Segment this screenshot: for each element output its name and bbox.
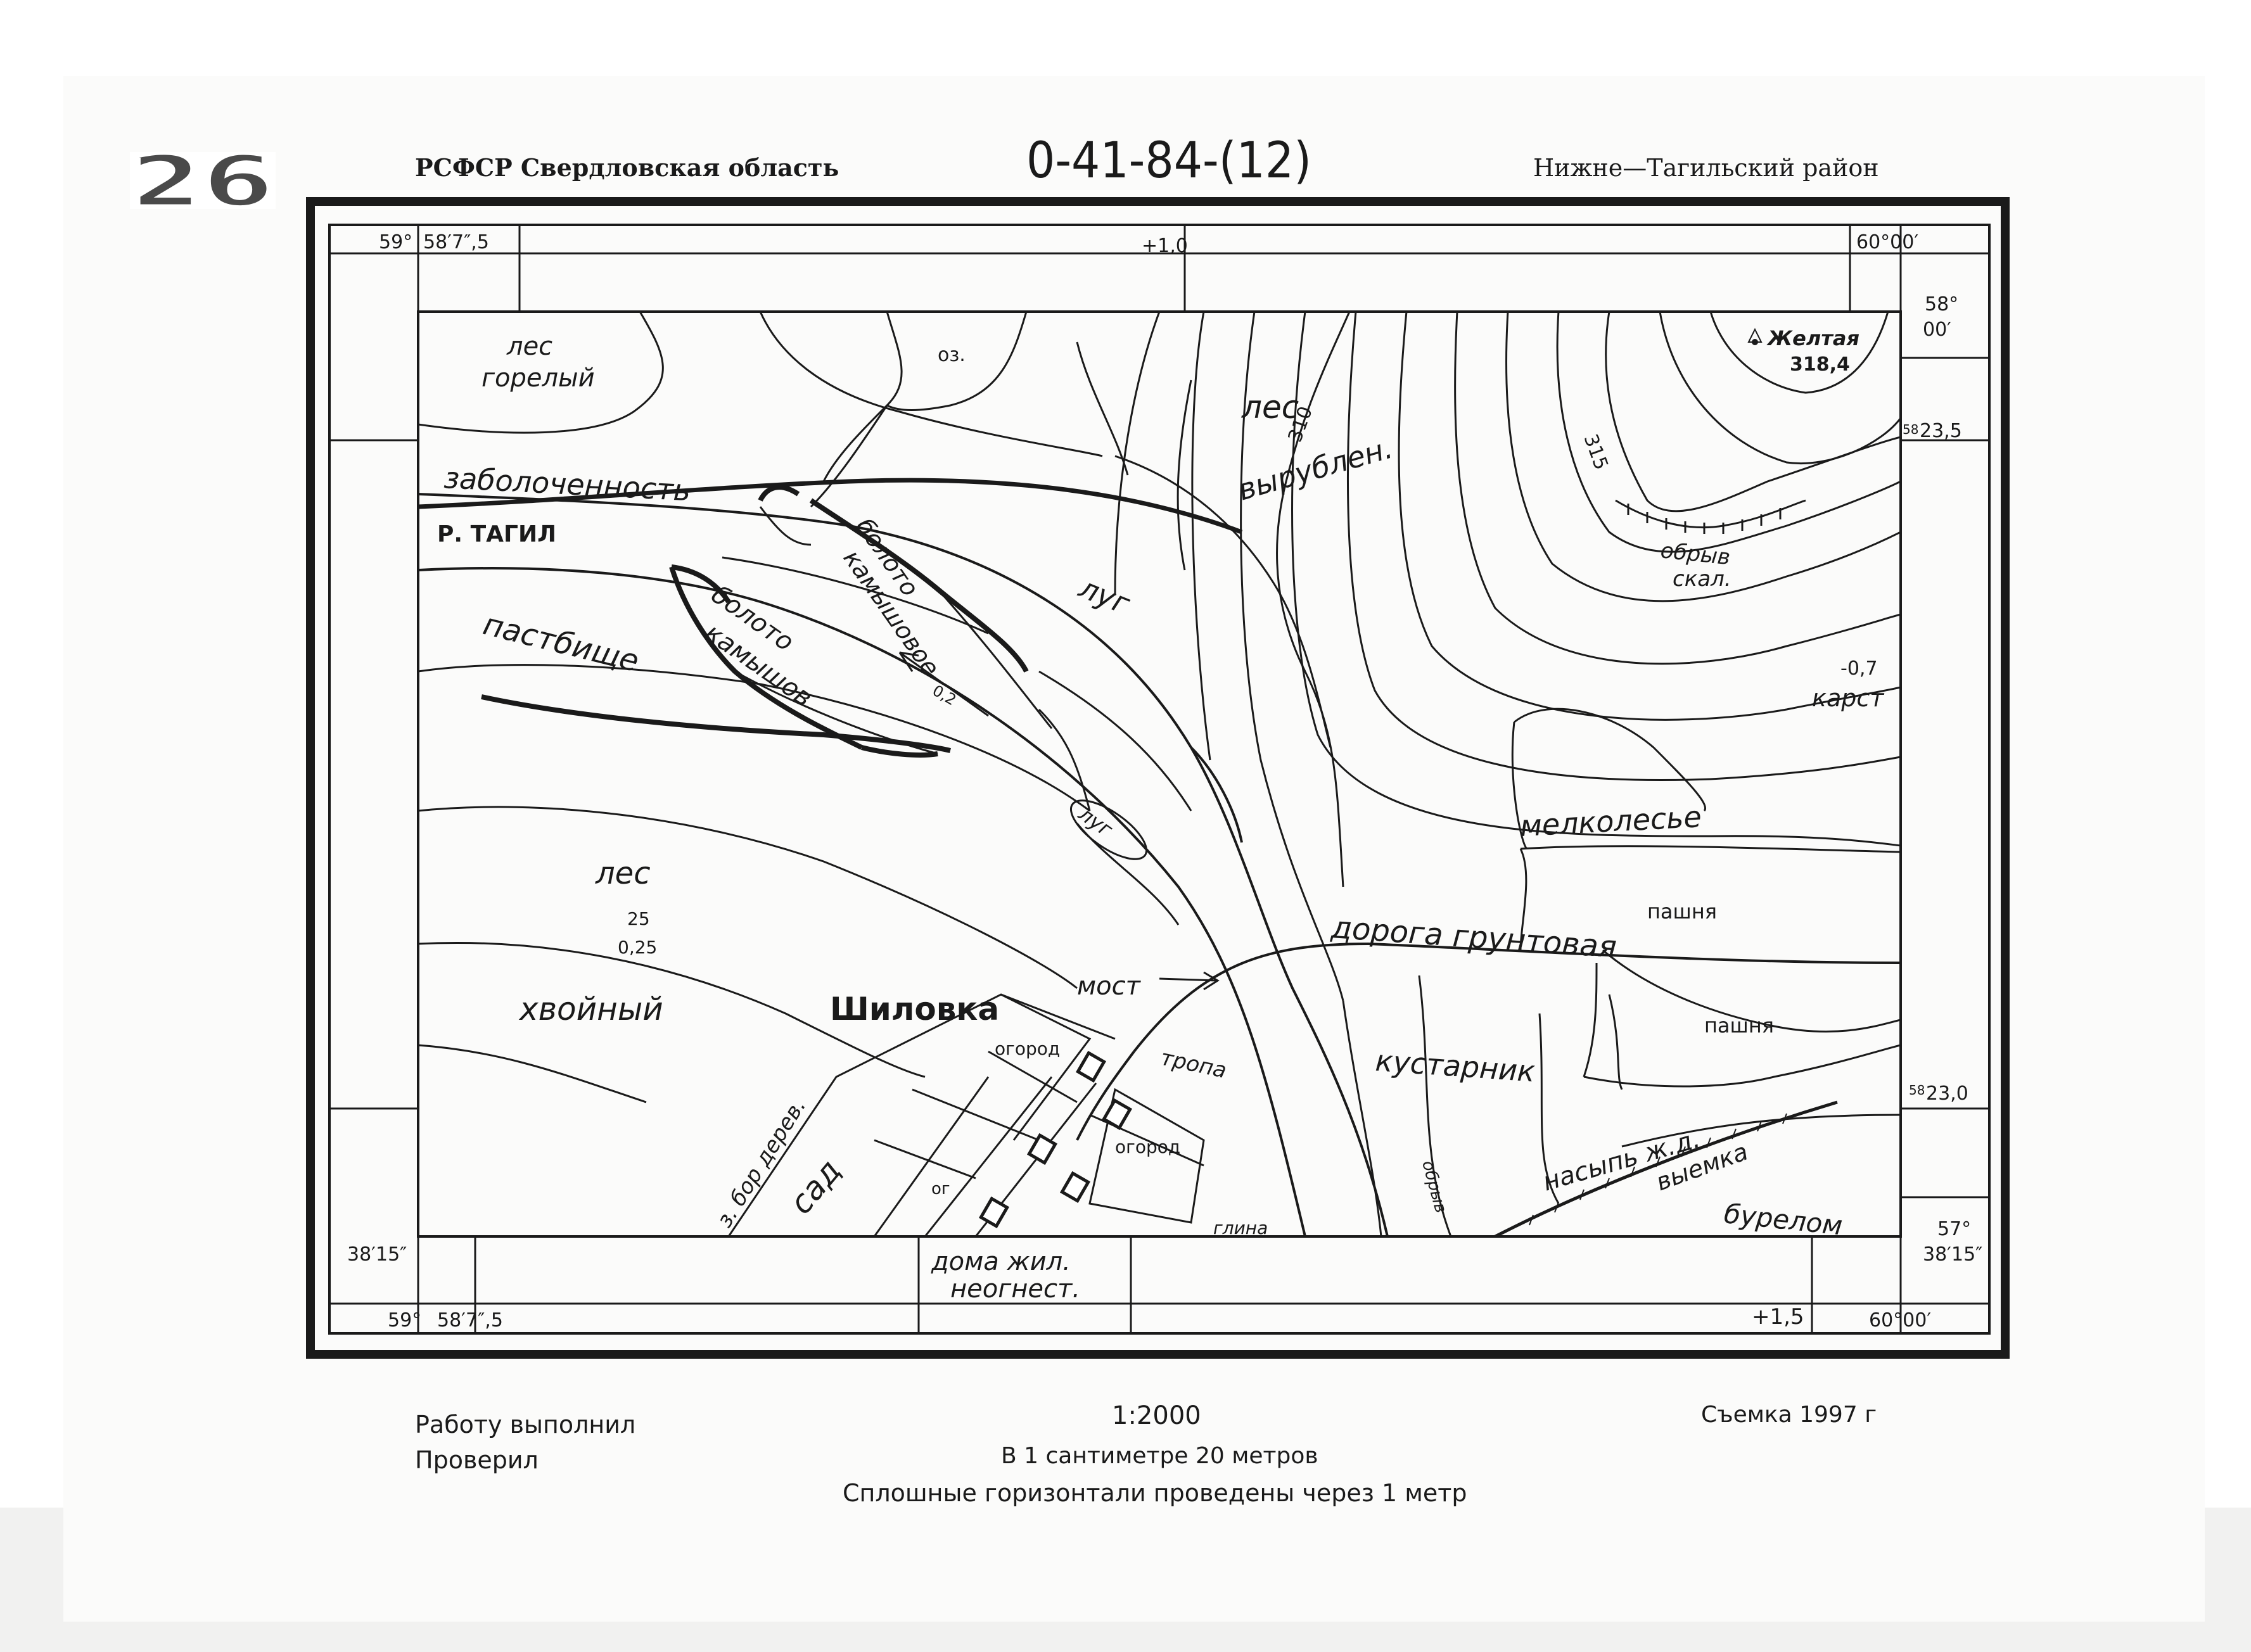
meadow-island bbox=[1069, 799, 1148, 860]
land-boundaries bbox=[418, 312, 1901, 1148]
se-lon-label: 60°00′ bbox=[1869, 1309, 1931, 1331]
label-pashnya-2: пашня bbox=[1704, 1013, 1774, 1038]
label-kustarnik: кустарник bbox=[1374, 1043, 1536, 1088]
survey-point bbox=[1747, 327, 1763, 345]
e-grid-lower-prefix: 58 bbox=[1909, 1083, 1925, 1098]
label-les-gorely-1: лес bbox=[506, 332, 552, 361]
label-pashnya-1: пашня bbox=[1647, 899, 1717, 924]
label-sad: сад bbox=[782, 1152, 848, 1221]
bridge-arrow bbox=[1159, 971, 1220, 991]
footer-contour-text: Сплошные горизонтали проведены через 1 м… bbox=[843, 1479, 1467, 1507]
label-obryv-skal-2: скал. bbox=[1673, 566, 1731, 592]
contour-lines bbox=[418, 312, 1901, 1236]
label-height: 318,4 bbox=[1790, 353, 1850, 376]
ne-lat-deg: 58° bbox=[1925, 293, 1958, 315]
ne-lon-label: 60°00′ bbox=[1856, 231, 1918, 253]
frame-labels: 59° 58′7″,5 +1,0 60°00′ 58° 00′ 58 23,5 … bbox=[347, 231, 1982, 1331]
label-most: мост bbox=[1077, 972, 1142, 1001]
label-lug: луг bbox=[1074, 570, 1135, 621]
label-tropa: тропа bbox=[1158, 1045, 1228, 1084]
label-current-speed: 0,2 bbox=[929, 682, 959, 709]
current-arrow bbox=[898, 651, 989, 717]
footer-scale-text: В 1 сантиметре 20 метров bbox=[1001, 1443, 1318, 1469]
wetland-boundary bbox=[418, 478, 1243, 535]
s-grid-label: +1,5 bbox=[1752, 1304, 1804, 1330]
railway-hachures bbox=[1529, 1113, 1787, 1226]
label-lug-island: луг bbox=[1074, 801, 1118, 842]
header-region: РСФСР Свердловская область bbox=[415, 153, 839, 182]
ne-lat-min: 00′ bbox=[1923, 319, 1951, 341]
sw-lon-deg: 59° bbox=[388, 1309, 421, 1331]
nw-lon-min: 58′7″,5 bbox=[423, 231, 489, 253]
header-nomenclature: 0-41-84-(12) bbox=[1026, 132, 1311, 189]
se-lat-deg: 57° bbox=[1937, 1218, 1971, 1240]
village-houses bbox=[978, 1050, 1133, 1229]
label-karst-depth: -0,7 bbox=[1840, 658, 1878, 680]
label-zabolochennost: заболоченность bbox=[443, 461, 691, 507]
label-obryv-skal-1: обрыв bbox=[1659, 538, 1731, 570]
label-zabor: з. бор дерев. bbox=[712, 1094, 812, 1232]
footer-scale: 1:2000 bbox=[1112, 1401, 1201, 1430]
label-shilovka: Шиловка bbox=[830, 991, 999, 1027]
label-og: ог bbox=[931, 1179, 950, 1198]
label-doma-1: дома жил. bbox=[931, 1247, 1071, 1276]
se-lat-min: 38′15″ bbox=[1923, 1243, 1982, 1266]
sheet-number-badge: 26 bbox=[129, 139, 276, 225]
label-tree-height: 25 bbox=[627, 908, 650, 929]
label-glina: глина bbox=[1213, 1217, 1268, 1238]
label-doma-2: неогнест. bbox=[950, 1274, 1080, 1304]
frame-grid bbox=[329, 225, 1989, 1333]
label-zheltaya: Желтая bbox=[1766, 326, 1859, 350]
map-body: лес горелый оз. заболоченность Р. ТАГИЛ … bbox=[418, 276, 1901, 1241]
header-district: Нижне—Тагильский район bbox=[1533, 154, 1879, 182]
marsh-outlines bbox=[669, 485, 1029, 758]
label-obryv: обрыв bbox=[1418, 1159, 1450, 1215]
label-contour-315: 315 bbox=[1579, 431, 1612, 473]
label-pastbische: пастбище bbox=[480, 606, 642, 679]
footer-checked: Проверил bbox=[415, 1446, 539, 1474]
label-punkt-ggs: пункт ГГС bbox=[1641, 276, 1787, 308]
label-doroga: дорога грунтовая bbox=[1329, 910, 1617, 965]
n-grid-label: +1,0 bbox=[1142, 235, 1188, 257]
label-les-hvoyny-1: лес bbox=[595, 856, 651, 891]
label-tree-thick: 0,25 bbox=[618, 937, 657, 958]
cliff-hachures bbox=[1615, 499, 1806, 534]
river-tagil bbox=[418, 493, 1389, 1236]
paper-sheet bbox=[63, 76, 2205, 1622]
e-grid-upper: 23,5 bbox=[1920, 420, 1962, 442]
sw-lon-min: 58′7″,5 bbox=[437, 1309, 503, 1331]
nw-lon-deg: 59° bbox=[379, 231, 412, 253]
label-les-hvoyny-2: хвойный bbox=[518, 991, 663, 1027]
e-grid-upper-prefix: 58 bbox=[1903, 422, 1918, 437]
label-les-vyrublen-1: лес bbox=[1241, 389, 1299, 426]
label-burelom: бурелом bbox=[1723, 1198, 1844, 1241]
footer-done-by: Работу выполнил bbox=[415, 1411, 635, 1439]
outer-frame bbox=[306, 197, 2010, 1359]
footer: Работу выполнил Проверил 1:2000 В 1 сант… bbox=[415, 1401, 1877, 1507]
inner-frame bbox=[328, 224, 1991, 1335]
sw-lat-label: 38′15″ bbox=[347, 1243, 407, 1266]
sheet-number: 26 bbox=[130, 141, 274, 223]
frame-strip-labels: дома жил. неогнест. bbox=[917, 1235, 1132, 1335]
pasture-boundary bbox=[481, 694, 951, 753]
label-ogorod-1: огород bbox=[995, 1038, 1060, 1059]
label-ogorod-2: огород bbox=[1115, 1136, 1180, 1157]
footer-survey: Съемка 1997 г bbox=[1701, 1402, 1877, 1428]
label-les-gorely-2: горелый bbox=[481, 364, 595, 393]
label-karst: карст bbox=[1812, 684, 1885, 712]
e-grid-lower: 23,0 bbox=[1926, 1083, 1968, 1105]
dirt-road bbox=[1076, 942, 1901, 1141]
map-labels: лес горелый оз. заболоченность Р. ТАГИЛ … bbox=[437, 276, 1885, 1241]
map-neatline bbox=[417, 310, 1902, 1238]
label-les-vyrublen-2: вырублен. bbox=[1234, 431, 1396, 507]
label-r-tagil: Р. ТАГИЛ bbox=[437, 521, 556, 547]
label-oz: оз. bbox=[938, 344, 966, 366]
